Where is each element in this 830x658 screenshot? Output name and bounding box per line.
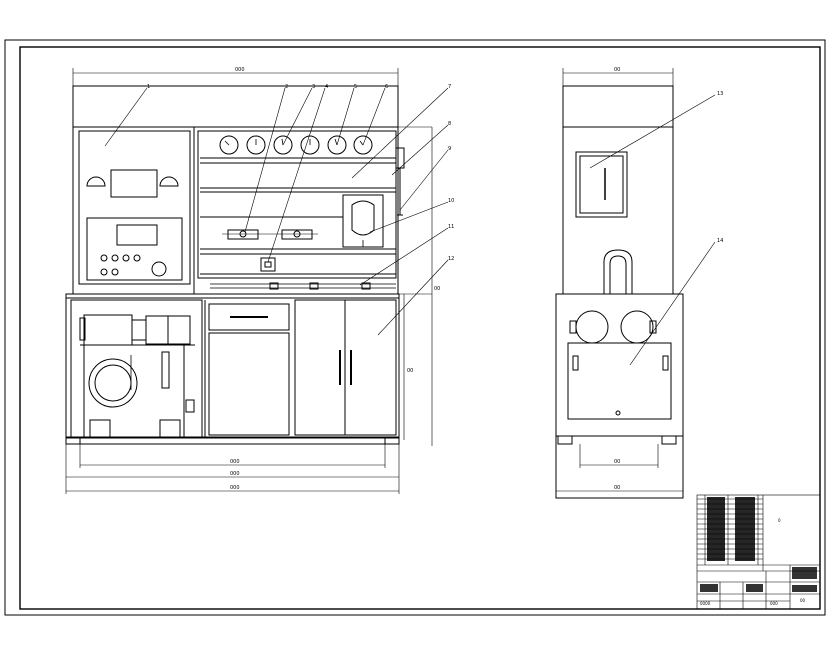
- balloon-label: 11: [448, 224, 454, 230]
- motor-end-icon: [575, 310, 609, 344]
- title-cell: 00: [800, 598, 806, 603]
- pipe-fitting: [361, 282, 371, 290]
- switch-icon: [264, 261, 272, 268]
- switch-box: [260, 257, 276, 272]
- title-cell: 0000: [700, 601, 711, 606]
- accumulator-icon: [351, 200, 375, 236]
- side-lower-frame: [555, 293, 684, 499]
- leader-lines: [104, 87, 449, 336]
- inner-frame: [19, 46, 821, 610]
- button-icon: [122, 254, 130, 262]
- balloon-label: 12: [448, 256, 454, 262]
- balloon-label: 3: [312, 84, 315, 90]
- pipe-fitting: [309, 282, 319, 290]
- balloon-label: 10: [448, 198, 454, 204]
- balloon-label: 7: [448, 84, 451, 90]
- gauges: [219, 135, 373, 155]
- pressure-gauge-icon: [300, 135, 320, 155]
- dim-side-top: 00: [614, 67, 620, 73]
- outer-frame: [4, 39, 826, 616]
- pressure-gauge-icon: [327, 135, 347, 155]
- button-icon: [100, 268, 108, 276]
- pressure-gauge-icon: [246, 135, 266, 155]
- balloon-label: 8: [448, 121, 451, 127]
- pressure-gauge-icon: [273, 135, 293, 155]
- balloon-label: 9: [448, 146, 451, 152]
- control-panel: [78, 130, 191, 285]
- dim-side-bottom-inner: 00: [614, 459, 620, 465]
- button-icon: [111, 254, 119, 262]
- controller-box: [86, 217, 183, 281]
- side-view: 00 00 00 13 14: [555, 67, 723, 499]
- dim-side-bottom-outer: 00: [614, 485, 620, 491]
- dim-right-small: 00: [407, 368, 413, 374]
- valve-icon: [293, 230, 301, 238]
- valve-block: [227, 229, 259, 240]
- front-view: 000: [65, 67, 454, 494]
- balloon-labels: 1 2 3 4 5 6 7 8 9 10 11 12: [147, 84, 454, 262]
- voltmeter-icon: [159, 176, 179, 187]
- side-tank: [567, 342, 672, 420]
- dim-base-outer: 000: [230, 471, 240, 477]
- level-gauge-icon: [161, 351, 170, 389]
- motor-icon: [83, 314, 133, 346]
- balloon-label: 13: [717, 91, 723, 97]
- balloon-label: 6: [385, 84, 388, 90]
- title-cell: 0: [778, 518, 781, 523]
- tank-window-icon: [88, 358, 138, 408]
- balloon-label: 2: [285, 84, 288, 90]
- lower-cabinet: [65, 293, 400, 439]
- pressure-gauge-icon: [353, 135, 373, 155]
- pipe-fitting: [269, 282, 279, 290]
- pump-icon: [167, 315, 191, 345]
- pump-bay: [70, 299, 203, 438]
- dim-base-inner: 000: [230, 459, 240, 465]
- balloon-label: 14: [717, 238, 723, 244]
- controller-screen: [116, 224, 158, 246]
- dim-base-total: 000: [230, 485, 240, 491]
- knob-icon: [151, 261, 167, 277]
- button-icon: [111, 268, 119, 276]
- title-cell: 000: [770, 601, 778, 606]
- ammeter-icon: [86, 176, 106, 187]
- button-icon: [133, 254, 141, 262]
- accumulator-frame: [342, 194, 384, 248]
- pressure-gauge-icon: [219, 135, 239, 155]
- button-icon: [100, 254, 108, 262]
- balloon-label: 4: [325, 84, 328, 90]
- balloon-label: 1: [147, 84, 150, 90]
- valve-panel: [197, 130, 397, 279]
- title-block: 0 00 0000 000: [696, 494, 821, 610]
- balloon-label: 5: [354, 84, 357, 90]
- dim-right: 00: [434, 286, 440, 292]
- side-panel-window: [575, 151, 628, 218]
- valve-icon: [239, 230, 247, 238]
- return-pipe-icon: [603, 249, 633, 294]
- drawer: [208, 303, 290, 331]
- display-window: [110, 169, 158, 198]
- dim-top: 000: [235, 67, 245, 73]
- upper-cabinet: [72, 85, 399, 295]
- valve-block: [281, 229, 313, 240]
